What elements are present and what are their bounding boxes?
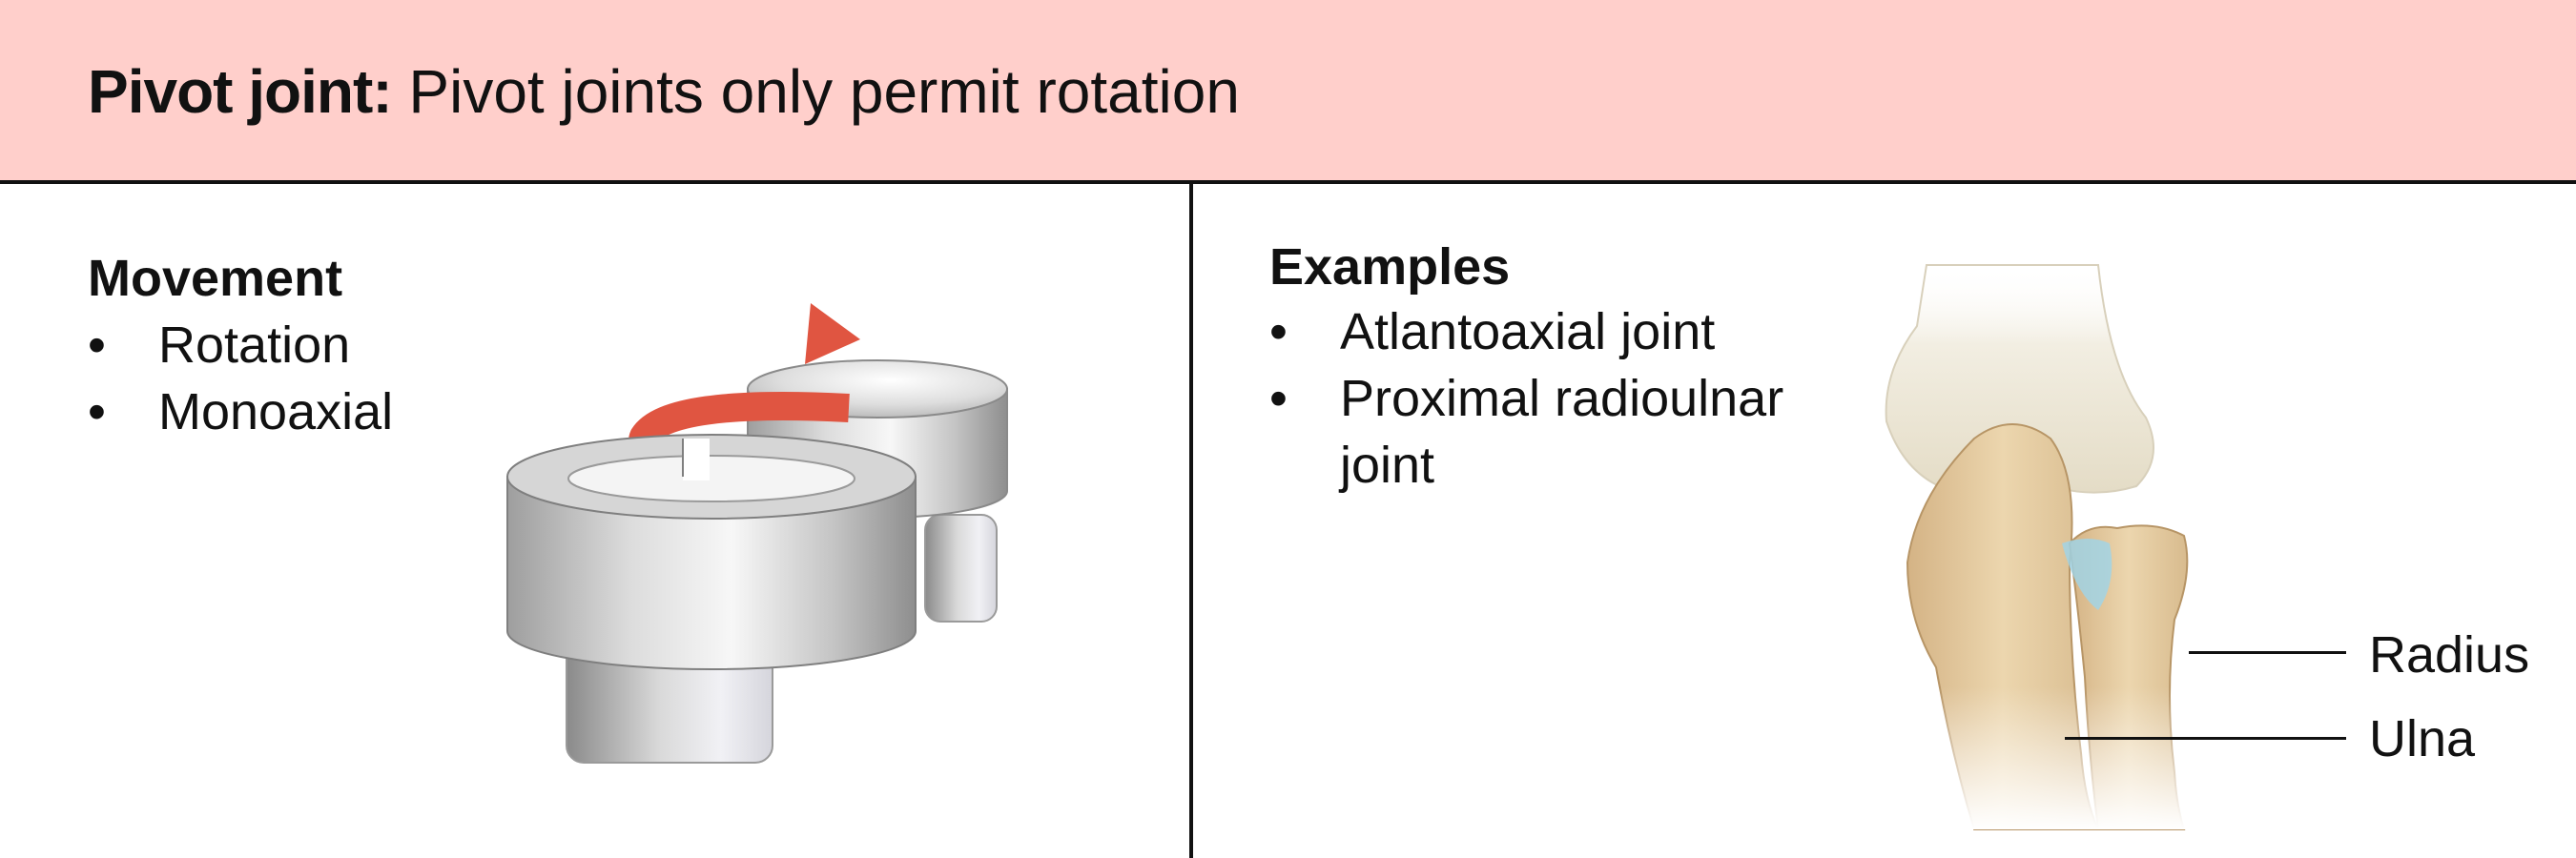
header-banner: Pivot joint: Pivot joints only permit ro… [0,0,2576,184]
examples-item: Atlantoaxial joint [1269,298,1880,365]
movement-item: Rotation [88,312,393,378]
movement-list: Rotation Monoaxial [88,312,393,445]
page-title-bold: Pivot joint: [88,57,393,126]
page-title-rest: Pivot joints only permit rotation [391,57,1240,126]
ulna-label: Ulna [2369,710,2476,767]
examples-list: Atlantoaxial joint Proximal radioulnar j… [1269,298,1880,499]
radius-leader-line [2189,651,2346,654]
radioulnar-joint-illustration [1860,257,2279,830]
page-title: Pivot joint: Pivot joints only permit ro… [88,55,1240,129]
ulna-leader-line [2065,737,2346,740]
front-ring [506,434,917,764]
movement-item: Monoaxial [88,378,393,445]
rotation-arrowhead [805,303,860,364]
illustration-fade [1860,257,2279,829]
examples-heading: Examples [1269,238,1511,296]
pivot-rotation-illustration [506,303,1008,764]
radius-label: Radius [2369,626,2530,684]
examples-item: Proximal radioulnar joint [1269,365,1880,499]
column-divider [1189,184,1193,858]
movement-heading: Movement [88,250,343,307]
